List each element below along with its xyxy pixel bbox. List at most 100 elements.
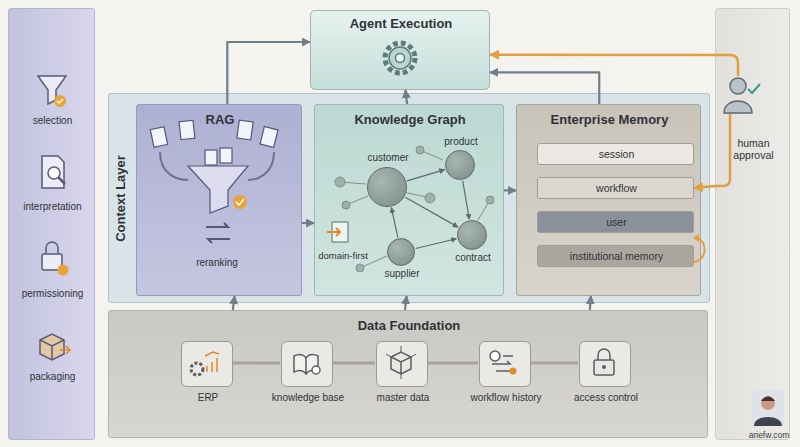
node-label: human approval bbox=[721, 137, 786, 161]
document-shape bbox=[179, 120, 195, 139]
spoke-lines bbox=[386, 346, 416, 379]
approval-band: human approval bbox=[715, 8, 790, 440]
memory-loop bbox=[692, 234, 705, 262]
graph-dot bbox=[335, 177, 345, 187]
entity-circle: contract bbox=[457, 220, 487, 250]
gear-body bbox=[389, 47, 411, 69]
node-label: domain-first bbox=[313, 251, 373, 262]
memory-panel: Enterprise Memory session workflow user inst… bbox=[516, 104, 701, 296]
rerank-arrows bbox=[206, 223, 230, 243]
flow-arrow bbox=[248, 152, 274, 180]
memory-bar: institutional memory bbox=[537, 245, 694, 267]
magnifier-handle bbox=[58, 177, 65, 184]
document-shape bbox=[220, 148, 232, 163]
panel-title: Knowledge Graph bbox=[315, 113, 505, 128]
node-label: master data bbox=[353, 392, 453, 404]
flow-arrows bbox=[492, 356, 513, 371]
connector-arrow bbox=[490, 72, 599, 104]
context-layer: Context Layer RAG reranking Knowledge Graph… bbox=[108, 93, 710, 303]
graph-dot bbox=[342, 201, 350, 209]
connector-arrow bbox=[416, 239, 457, 249]
permissioning-icon bbox=[42, 242, 69, 276]
connector-arrow bbox=[227, 42, 310, 104]
check-mark bbox=[57, 99, 63, 103]
document-shape bbox=[150, 127, 167, 148]
entity-circle: product bbox=[445, 150, 475, 180]
person-head bbox=[761, 396, 775, 410]
connector-arrow bbox=[407, 170, 445, 181]
watermark: ariefw.com bbox=[738, 431, 800, 441]
book-icon bbox=[294, 354, 318, 374]
interpretation-icon bbox=[42, 156, 65, 188]
panel-title: RAG bbox=[137, 113, 303, 128]
magnifier-lens bbox=[312, 366, 320, 374]
person-hair bbox=[761, 397, 775, 402]
rag-illustration bbox=[150, 120, 278, 243]
funnel-shape bbox=[188, 166, 248, 213]
source-tile: workflow history bbox=[479, 341, 531, 387]
keyhole bbox=[602, 365, 606, 369]
erp-bars bbox=[205, 352, 219, 372]
lock-body bbox=[594, 360, 614, 375]
node-label: workflow history bbox=[456, 392, 556, 404]
magnifier-lens bbox=[48, 167, 60, 179]
panel-title: Agent Execution bbox=[311, 17, 491, 32]
memory-bar: user bbox=[537, 211, 694, 233]
memory-bar: session bbox=[537, 143, 694, 165]
photo-frame bbox=[752, 390, 784, 426]
source-tile: access control bbox=[579, 341, 631, 387]
funnel-shape bbox=[38, 76, 66, 104]
graph-dot bbox=[425, 193, 435, 203]
entity-circle: customer bbox=[367, 167, 407, 207]
source-tile: master data bbox=[376, 341, 428, 387]
graph-dot bbox=[356, 264, 364, 272]
node-label: user bbox=[538, 216, 695, 228]
box-arrow bbox=[60, 346, 70, 354]
check-badge bbox=[233, 195, 247, 209]
tile-link bbox=[233, 362, 578, 365]
check-mark bbox=[236, 199, 244, 205]
check-badge bbox=[58, 265, 69, 276]
rag-panel: RAG reranking bbox=[136, 104, 302, 296]
packaging-icon bbox=[40, 334, 70, 360]
graph-dot bbox=[486, 196, 494, 204]
box-shape bbox=[40, 334, 64, 360]
connector-arrow bbox=[463, 181, 470, 219]
node-label: institutional memory bbox=[538, 250, 695, 262]
node-label: packaging bbox=[9, 371, 96, 383]
panel-title: Context Layer bbox=[114, 138, 129, 258]
check-mark bbox=[748, 84, 760, 93]
connector-arrow bbox=[405, 90, 407, 104]
document-shape bbox=[260, 127, 278, 148]
loop-arrow bbox=[692, 238, 705, 262]
graph-dot bbox=[416, 146, 424, 154]
node-label: knowledge base bbox=[258, 392, 358, 404]
document-shape bbox=[42, 156, 64, 188]
source-tile: ERP bbox=[181, 341, 233, 387]
node-label: reranking bbox=[172, 257, 262, 269]
node-label: contract bbox=[433, 252, 513, 264]
node-label: session bbox=[538, 148, 695, 160]
connector-arrow bbox=[504, 189, 516, 191]
node-label: product bbox=[421, 136, 501, 148]
node-label: customer bbox=[348, 152, 428, 164]
human-icon bbox=[714, 55, 760, 186]
box-edges bbox=[40, 340, 64, 360]
agent-box: Agent Execution bbox=[310, 10, 490, 90]
person-head bbox=[730, 78, 746, 94]
node-label: access control bbox=[556, 392, 656, 404]
person-body bbox=[724, 101, 752, 113]
panel-title: Enterprise Memory bbox=[517, 113, 702, 128]
node-label: workflow bbox=[538, 182, 695, 194]
node-label: interpretation bbox=[9, 201, 96, 213]
domain-arrow bbox=[327, 228, 340, 236]
cube-icon bbox=[391, 352, 411, 374]
clock-icon bbox=[490, 351, 500, 361]
panel-title: Data Foundation bbox=[109, 319, 709, 334]
play-dot bbox=[510, 368, 517, 375]
loop-head bbox=[693, 234, 699, 242]
lock-shackle bbox=[46, 242, 58, 254]
